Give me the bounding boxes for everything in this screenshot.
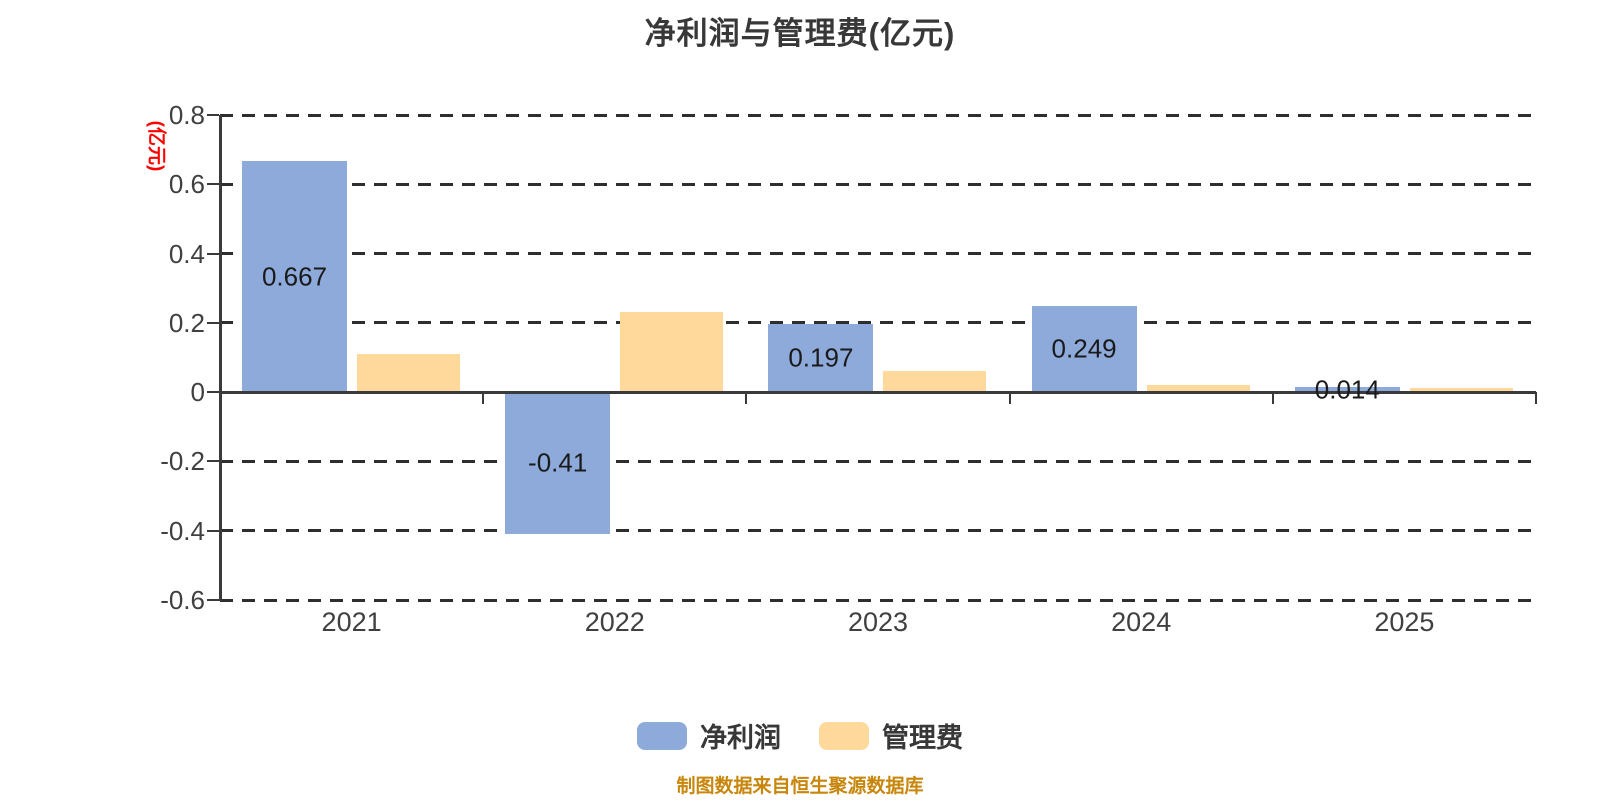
y-axis-tick — [207, 252, 219, 255]
y-axis-tick-label: 0 — [190, 377, 205, 408]
gridline — [220, 598, 1536, 602]
x-axis-label-2023: 2023 — [847, 607, 909, 637]
chart-title: 净利润与管理费(亿元) — [644, 16, 956, 51]
y-axis-tick — [207, 321, 219, 324]
y-axis-tick-label: 0.4 — [168, 238, 205, 269]
x-axis-label-2025: 2025 — [1374, 607, 1435, 637]
y-axis-tick-label: 0.2 — [168, 307, 205, 338]
bar-净利润-2024[interactable] — [1031, 305, 1137, 393]
x-axis-tick — [1535, 392, 1537, 405]
legend-item-净利润[interactable]: 净利润 — [637, 716, 781, 755]
x-axis-tick — [482, 392, 485, 405]
bar-管理费-2023[interactable] — [883, 371, 987, 393]
x-axis-label-2021: 2021 — [321, 607, 382, 637]
bar-净利润-2021[interactable] — [242, 161, 347, 393]
bar-管理费-2022[interactable] — [620, 312, 724, 393]
bar-value-label: 0.014 — [1314, 374, 1380, 405]
bar-管理费-2025[interactable] — [1409, 387, 1513, 393]
x-axis-tick — [1271, 392, 1274, 405]
y-axis-tick-label: -0.4 — [160, 515, 205, 546]
y-axis-tick-label: 0.6 — [168, 169, 205, 200]
x-axis-zero-line — [220, 390, 1536, 394]
y-axis-tick-label: -0.2 — [160, 446, 205, 477]
y-axis-tick — [207, 183, 219, 186]
gridline — [220, 113, 1536, 117]
gridline — [220, 321, 1536, 325]
legend: 净利润 管理费 — [0, 716, 1600, 755]
legend-label: 净利润 — [700, 723, 781, 753]
y-axis-line — [219, 115, 222, 601]
y-axis-tick — [207, 391, 219, 394]
x-axis-label-2024: 2024 — [1111, 607, 1172, 637]
y-axis-tick — [207, 599, 219, 601]
plot-area: 0.667 -0.41 0.197 0.249 0.014 — [207, 113, 1537, 602]
y-axis-tick-label: 0.8 — [168, 100, 205, 130]
x-axis-tick — [745, 392, 748, 405]
bar-value-label: -0.41 — [528, 447, 588, 478]
legend-swatch — [819, 721, 869, 750]
bar-value-label: 0.249 — [1051, 333, 1117, 364]
y-axis-tick — [207, 114, 219, 116]
bar-管理费-2024[interactable] — [1146, 385, 1250, 393]
bar-管理费-2021[interactable] — [357, 354, 460, 393]
gridline — [220, 182, 1536, 186]
y-axis-tick — [207, 529, 219, 532]
legend-item-管理费[interactable]: 管理费 — [819, 716, 963, 755]
gridline — [220, 252, 1536, 256]
bar-value-label: 0.197 — [788, 342, 854, 373]
x-axis-tick — [219, 392, 221, 405]
legend-swatch — [637, 721, 687, 750]
x-axis-label-2022: 2022 — [584, 607, 645, 637]
x-axis-tick — [1008, 392, 1011, 405]
bar-value-label: 0.667 — [261, 261, 328, 292]
gridline — [220, 529, 1536, 533]
gridline — [220, 459, 1536, 463]
legend-label: 管理费 — [882, 723, 963, 753]
data-source-note: 制图数据来自恒生聚源数据库 — [676, 776, 924, 797]
y-axis-tick-label: -0.6 — [160, 585, 205, 615]
bar-净利润-2022[interactable] — [505, 392, 611, 535]
y-axis-tick — [207, 460, 219, 463]
bar-净利润-2023[interactable] — [768, 323, 874, 393]
bar-净利润-2025[interactable] — [1294, 387, 1400, 393]
